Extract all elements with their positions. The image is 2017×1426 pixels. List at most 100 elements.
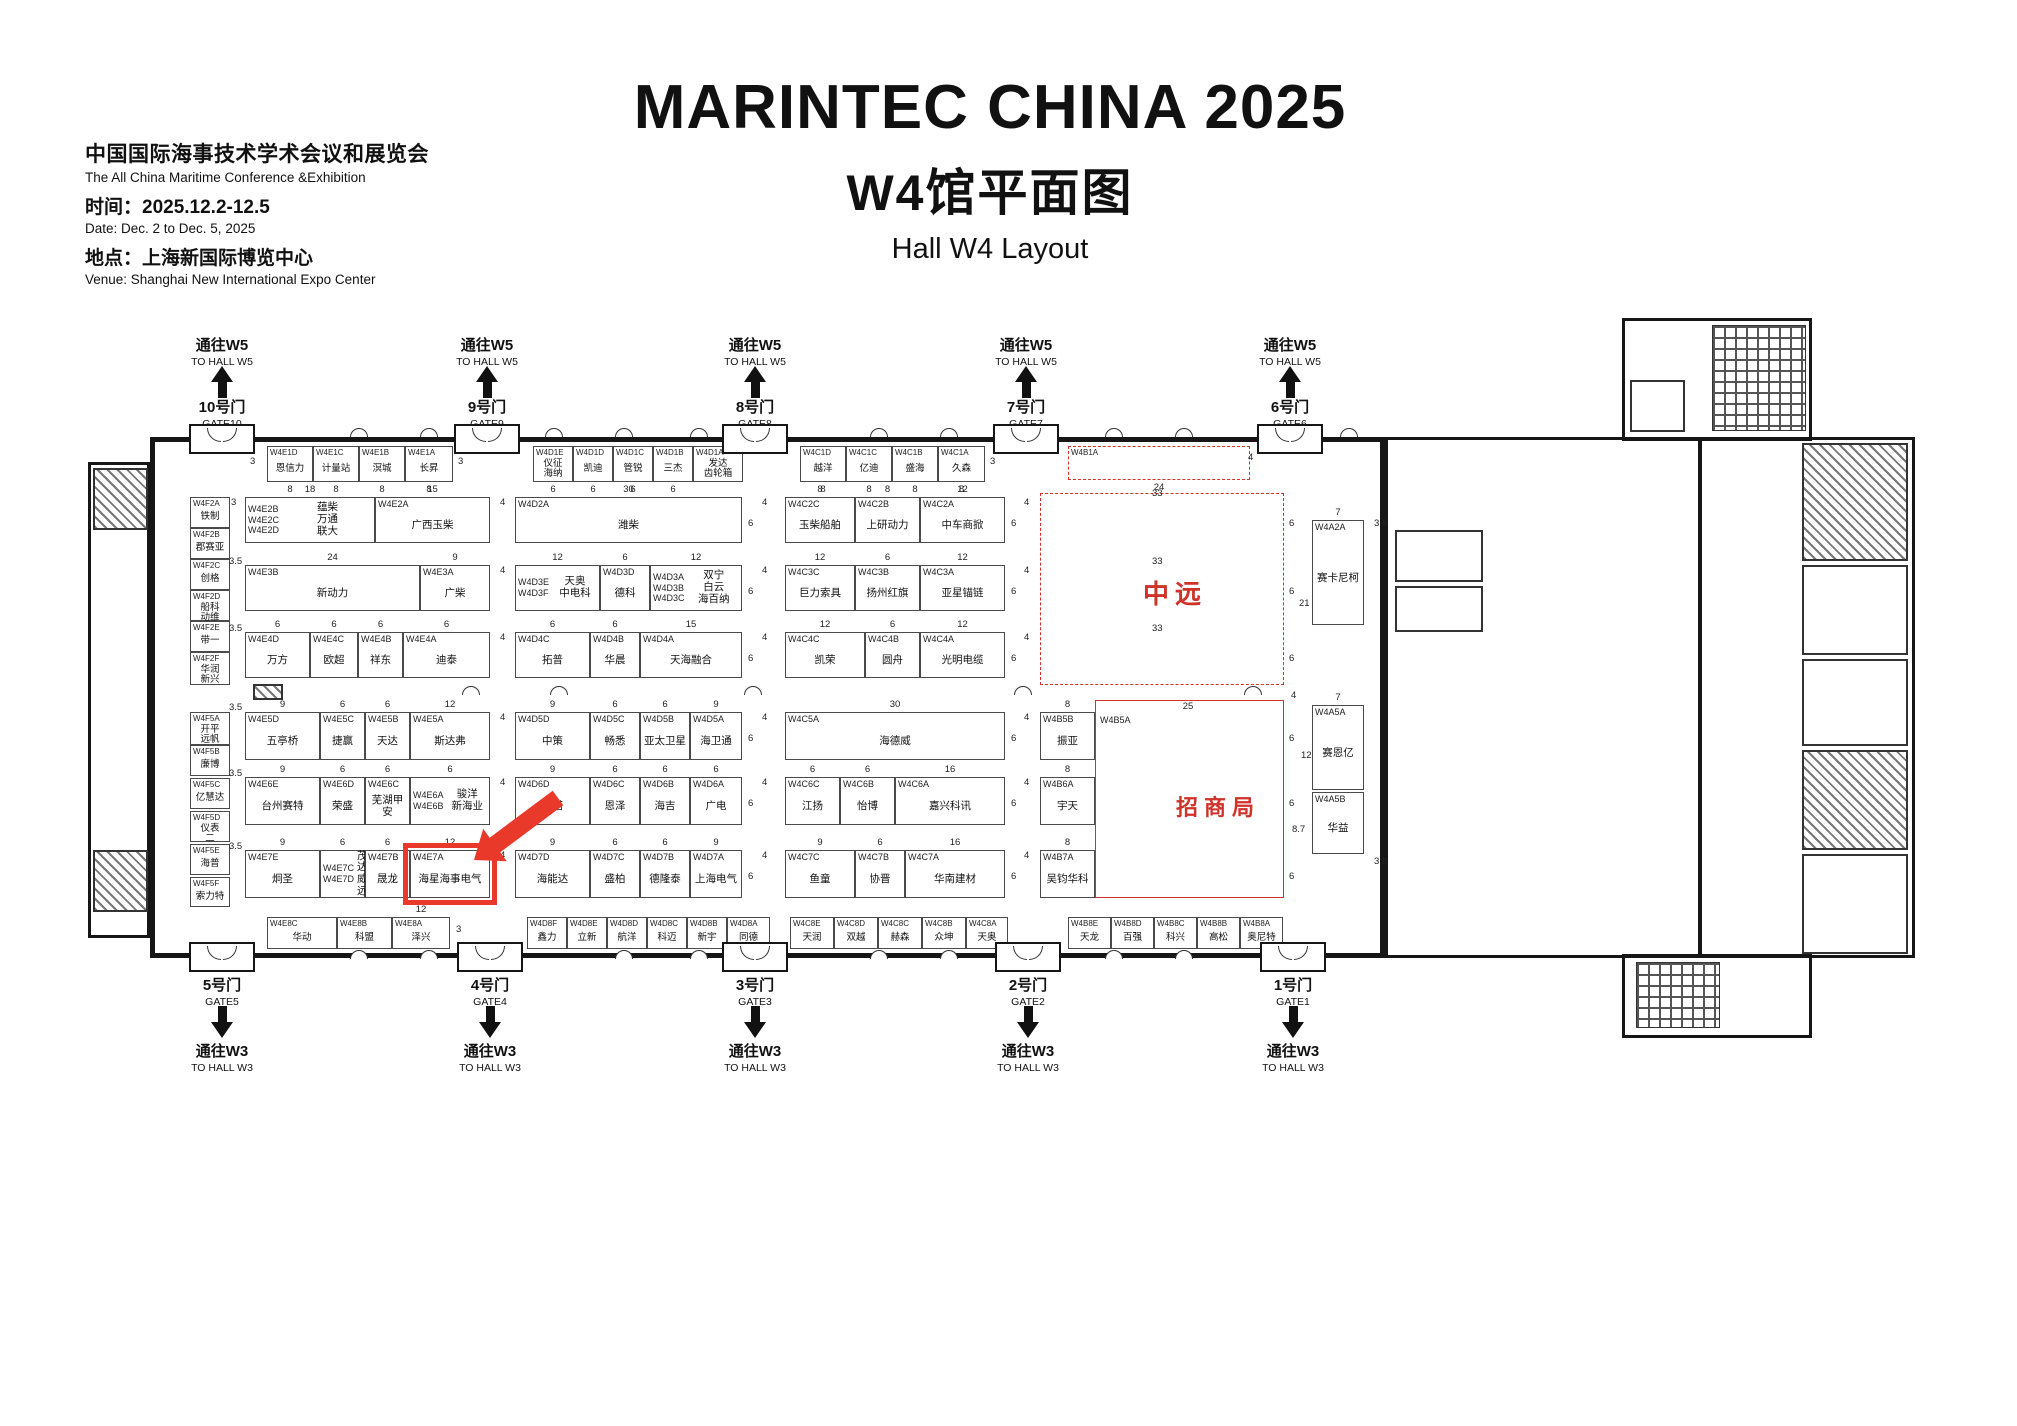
booth-company: 亚星锚链 xyxy=(941,587,984,600)
booth-size-label: 9 xyxy=(279,837,286,848)
booth-size-label: 25 xyxy=(1182,701,1194,712)
booth-company: 上海电气 xyxy=(695,873,737,886)
booth-company: 溟城 xyxy=(372,462,392,474)
aisle-dim-label: 3.5 xyxy=(229,556,243,567)
booth-company: 协晋 xyxy=(869,873,891,886)
gate-door xyxy=(189,424,255,454)
booth-company: 振亚 xyxy=(1057,735,1078,748)
aisle-dim-label: 3.5 xyxy=(229,623,243,634)
arrow-head xyxy=(1279,366,1301,382)
booth-id: W4E2A xyxy=(378,499,409,509)
booth-size-label: 6 xyxy=(331,619,337,630)
door-arc-icon xyxy=(350,428,368,437)
booth-id: W4C7B xyxy=(858,852,890,862)
booth-id: W4D5A xyxy=(693,714,725,724)
aisle-dim-label: 3 xyxy=(456,924,462,935)
zone-cmg xyxy=(1095,700,1284,898)
booth-size-label: 9 xyxy=(279,764,286,775)
aisle-dim-label: 33 xyxy=(1152,556,1163,567)
arrow-head xyxy=(211,366,233,382)
wall-segment xyxy=(1698,441,1702,954)
arrow-up-icon xyxy=(476,366,498,398)
highlight-arrow xyxy=(474,790,564,862)
booth-company: 海普 xyxy=(200,858,220,870)
booth-id: W4B1A xyxy=(1071,448,1099,457)
booth-id: W4B8A xyxy=(1243,919,1271,928)
aisle-dim-label: 6 xyxy=(1289,871,1295,882)
booth-id: W4B6A xyxy=(1043,779,1074,789)
booth-id: W4D7C xyxy=(593,852,625,862)
booth-id: W4C1B xyxy=(895,448,923,457)
booth-id: W4C8C xyxy=(881,919,910,928)
booth-company: 华动 xyxy=(292,931,312,943)
aisle-dim-label: 4 xyxy=(1024,497,1030,508)
arrow-shaft xyxy=(1288,1006,1298,1022)
arrow-head xyxy=(744,366,766,382)
booth-size-label: 6 xyxy=(622,552,628,563)
arrow-head xyxy=(1015,366,1037,382)
booth-size-label: 24 xyxy=(327,552,338,563)
gate-name-cn: 7号门 xyxy=(1006,399,1046,416)
side-room xyxy=(1802,565,1908,655)
booth-size-label: 8 xyxy=(426,484,432,495)
booth-id: W4F2D xyxy=(193,592,221,601)
booth-id: W4A5B xyxy=(1315,794,1346,804)
booth-company: 斯达弗 xyxy=(434,735,466,748)
arrow-shaft xyxy=(1021,382,1031,398)
aisle-dim-label: 3 xyxy=(990,456,996,467)
booth-size-label: 6 xyxy=(612,699,618,710)
aisle-dim-label: 4 xyxy=(1024,777,1030,788)
booth-id: W4C8E xyxy=(793,919,821,928)
door-leaf-icon xyxy=(207,946,221,960)
booth-id: W4D3A W4D3B W4D3C xyxy=(653,571,685,604)
booth-company: 科兴 xyxy=(1165,931,1185,943)
booth-company: 亿迪 xyxy=(859,462,879,474)
aisle-dim-label: 6 xyxy=(1011,518,1017,529)
booth-id: W4F5B xyxy=(193,747,220,756)
booth-id: W4F2F xyxy=(193,654,220,663)
booth-company: 管锐 xyxy=(623,462,643,474)
arrow-down-icon xyxy=(744,1006,766,1038)
booth-id: W4E7E xyxy=(248,852,279,862)
zone-label-cosco: 中远 xyxy=(1143,580,1208,610)
booth-id: W4B5A xyxy=(1100,715,1131,725)
booth-size-label: 6 xyxy=(662,699,668,710)
booth-id: W4D2A xyxy=(518,499,550,509)
booth-id: W4E2B W4E2C W4E2D xyxy=(248,503,280,536)
booth-size-label: 8 xyxy=(1064,699,1071,710)
gate-name-en: GATE4 xyxy=(473,996,507,1008)
arrow-shaft xyxy=(750,382,760,398)
booth-size-label: 6 xyxy=(384,764,391,775)
gate-door xyxy=(993,424,1059,454)
page-title: MARINTEC CHINA 2025 xyxy=(633,73,1347,142)
booth-id: W4C7C xyxy=(788,852,820,862)
to-hall-en: TO HALL W5 xyxy=(191,356,253,368)
booth-company: 广电 xyxy=(705,800,727,813)
booth-size-label: 30 xyxy=(623,484,634,495)
booth-company: 海德威 xyxy=(879,735,911,748)
booth-id: W4C2A xyxy=(923,499,955,509)
booth-id: W4A2A xyxy=(1315,522,1346,532)
